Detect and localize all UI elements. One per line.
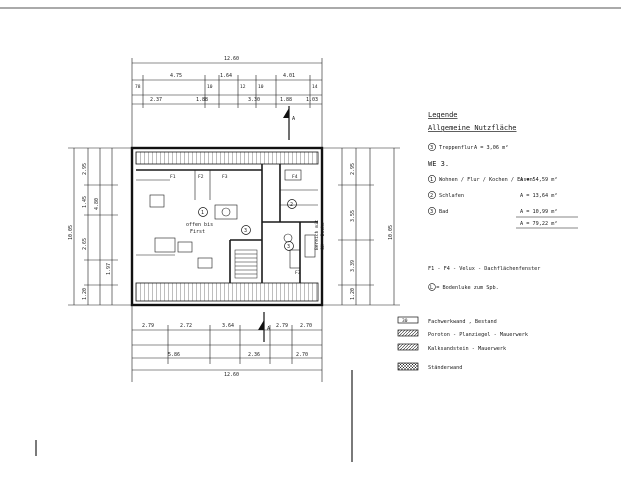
bottom-inner-1: 2.79 (142, 323, 154, 329)
velux-f3: F3 (222, 174, 228, 180)
staircase (234, 249, 258, 279)
left-total: 10.05 (68, 225, 74, 240)
room-1-number: 1 (201, 210, 204, 216)
gk-ceiling-note-2: GK - Decke (320, 222, 326, 250)
material-2-label: Poroton - Planziegel - Mauerwerk (428, 332, 529, 338)
room-2-legend-num: 2 (430, 193, 433, 199)
roof-slope-bottom (135, 282, 319, 302)
swatch-poroton (397, 329, 419, 337)
roof-slope-top (135, 151, 319, 165)
right-dimension-chains (322, 147, 400, 306)
top-inner-2: 1.88 (196, 97, 208, 103)
bottom-outer-1: 5.86 (168, 352, 180, 358)
interior-walls (136, 164, 318, 283)
section-letter-bottom: A (267, 326, 271, 332)
top-dim-2: 1.64 (220, 73, 232, 79)
material-3-label: Kalksandstein - Mauerwerk (428, 346, 507, 352)
legend-title: Legende (428, 111, 458, 119)
top-small-5: 14 (312, 84, 318, 90)
swatch-fachwerk (397, 316, 419, 324)
bottom-inner-4: 2.79 (276, 323, 288, 329)
top-inner-3: 3.30 (248, 97, 260, 103)
room-2-legend-area: A = 13,64 m² (520, 193, 557, 199)
room-3-legend-num: 3 (430, 209, 433, 215)
common-label: Treppenflur (439, 145, 473, 151)
room-3-number: 3 (287, 244, 290, 250)
left-dim-4: 1.20 (82, 288, 88, 300)
total-area: A = 79,22 m² (520, 221, 557, 227)
left-outer-1: 4.80 (94, 198, 100, 210)
bottom-outer-3: 2.70 (296, 352, 308, 358)
room-3-marker: 3 (284, 241, 294, 251)
bottom-inner-2: 2.72 (180, 323, 192, 329)
top-small-2: 10 (207, 84, 213, 90)
velux-f1: F1 (170, 174, 176, 180)
hatch-note: L = Bodenluke zum Spb. (430, 285, 499, 291)
left-dim-2: 1.45 (82, 196, 88, 208)
material-4-label: Ständerwand (428, 365, 462, 371)
top-dimension-chains (131, 58, 323, 148)
velux-f4: F4 (292, 174, 298, 180)
top-inner-1: 2.37 (150, 97, 162, 103)
building-outline (130, 146, 324, 307)
room-1-legend-area: A = 54,59 m² (520, 177, 557, 183)
room-3-legend-label: Bad (439, 209, 448, 215)
legend-subtitle: Allgemeine Nutzfläche (428, 124, 517, 132)
overall-width-top: 12.60 (224, 56, 239, 62)
velux-note: F1 - F4 - Velux - Dachflächenfenster (428, 266, 540, 272)
top-inner-4: 1.88 (280, 97, 292, 103)
swatch-staenderwand (397, 362, 419, 371)
right-dim-4: 1.20 (350, 288, 356, 300)
top-small-1: 78 (135, 84, 141, 90)
left-dimension-chains (68, 147, 132, 306)
hall-marker: 3 (241, 225, 251, 235)
gk-ceiling-note-1: Bereich mit (314, 219, 320, 250)
top-dim-1: 4.75 (170, 73, 182, 79)
room-2-marker: 2 (287, 199, 297, 209)
legend: Legende Allgemeine Nutzfläche 3 Treppenf… (397, 111, 578, 371)
material-1-label: Fachwerkwand , Bestand (428, 319, 497, 325)
room-2-number: 2 (290, 202, 293, 208)
common-num: 3 (430, 145, 433, 151)
room-3-legend-area: A = 10,99 m² (520, 209, 557, 215)
right-dim-1: 2.95 (350, 163, 356, 175)
room-1-note-1: offen bis (186, 222, 213, 228)
room-1-note-2: First (190, 229, 205, 235)
right-total: 10.05 (388, 225, 394, 240)
furniture (149, 169, 316, 269)
section-letter-top: A (292, 116, 296, 122)
hall-number: 3 (244, 228, 247, 234)
room-1-legend-num: 1 (430, 177, 433, 183)
bottom-outer-2: 2.36 (248, 352, 260, 358)
swatch-fachwerk-code: 30 (402, 318, 408, 324)
left-dim-1: 2.95 (82, 163, 88, 175)
top-small-4: 10 (258, 84, 264, 90)
section-marker-bottom: A (258, 312, 271, 342)
left-outer-2: 1.97 (106, 263, 112, 275)
common-area: A = 3,06 m² (474, 145, 508, 151)
room-1-legend-label: Wohnen / Flur / Kochen / Essen (439, 177, 533, 183)
velux-f3b: F3 (295, 270, 301, 276)
left-dim-3: 2.65 (82, 238, 88, 250)
unit-heading: WE 3. (428, 160, 449, 168)
thin-partitions (136, 170, 318, 256)
right-dim-3: 3.39 (350, 260, 356, 272)
bottom-inner-3: 3.64 (222, 323, 234, 329)
bottom-inner-5: 2.70 (300, 323, 312, 329)
section-marker-top: A (283, 106, 296, 140)
bottom-dimension-chains (131, 305, 323, 382)
velux-f2: F2 (198, 174, 204, 180)
top-small-3: 12 (240, 84, 246, 90)
room-1-marker: 1 (198, 207, 208, 217)
swatch-kalksandstein (397, 343, 419, 351)
overall-width-bottom: 12.60 (224, 372, 239, 378)
room-2-legend-label: Schlafen (439, 193, 464, 199)
top-dim-3: 4.01 (283, 73, 295, 79)
top-inner-5: 1.03 (306, 97, 318, 103)
right-dim-2: 3.55 (350, 210, 356, 222)
